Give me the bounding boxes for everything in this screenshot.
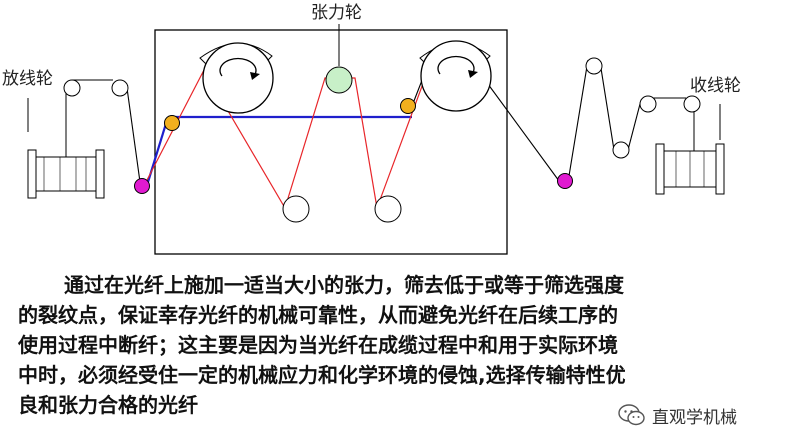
payoff-pulley-2	[111, 79, 129, 97]
magenta-pulley-right	[557, 173, 573, 189]
watermark-text: 直观学机械	[652, 407, 737, 428]
blue-guide-line	[146, 115, 412, 183]
magenta-pulley-left	[134, 178, 150, 194]
machine-frame	[154, 29, 508, 255]
caption-text: 通过在光纤上施加一适当大小的张力，筛去低于或等于筛选强度的裂纹点，保证幸存光纤的…	[18, 270, 628, 420]
lower-pulley-left	[282, 195, 310, 223]
payoff-pulley-1	[63, 79, 81, 97]
tension-wheel-label: 张力轮	[311, 3, 362, 23]
caption-body: 通过在光纤上施加一适当大小的张力，筛去低于或等于筛选强度的裂纹点，保证幸存光纤的…	[18, 273, 626, 417]
tension-screening-diagram: 放线轮 张力轮 收线轮	[2, 3, 741, 255]
capstan-wheel-right	[419, 40, 492, 112]
wechat-icon	[618, 404, 645, 426]
takeup-reel-label: 收线轮	[690, 76, 741, 96]
takeup-pulley-2	[683, 95, 701, 113]
watermark: 直观学机械	[618, 400, 737, 430]
rotation-arrow-icon	[437, 55, 475, 75]
takeup-pulley-1	[639, 95, 657, 113]
rotation-arrow-icon	[219, 57, 257, 77]
fiber-black-path	[72, 59, 686, 186]
takeup-pulley-low	[612, 141, 630, 159]
takeup-reel	[655, 104, 725, 195]
orange-pulley-right	[400, 98, 416, 114]
takeup-pulley-top	[585, 57, 603, 75]
payoff-reel-label: 放线轮	[2, 69, 53, 89]
fiber-red-path	[145, 68, 429, 211]
capstan-wheel-left	[199, 42, 274, 114]
lower-pulley-right	[374, 195, 402, 223]
orange-pulley-left	[164, 115, 180, 131]
tension-wheel	[325, 66, 353, 94]
payoff-reel	[27, 88, 105, 199]
